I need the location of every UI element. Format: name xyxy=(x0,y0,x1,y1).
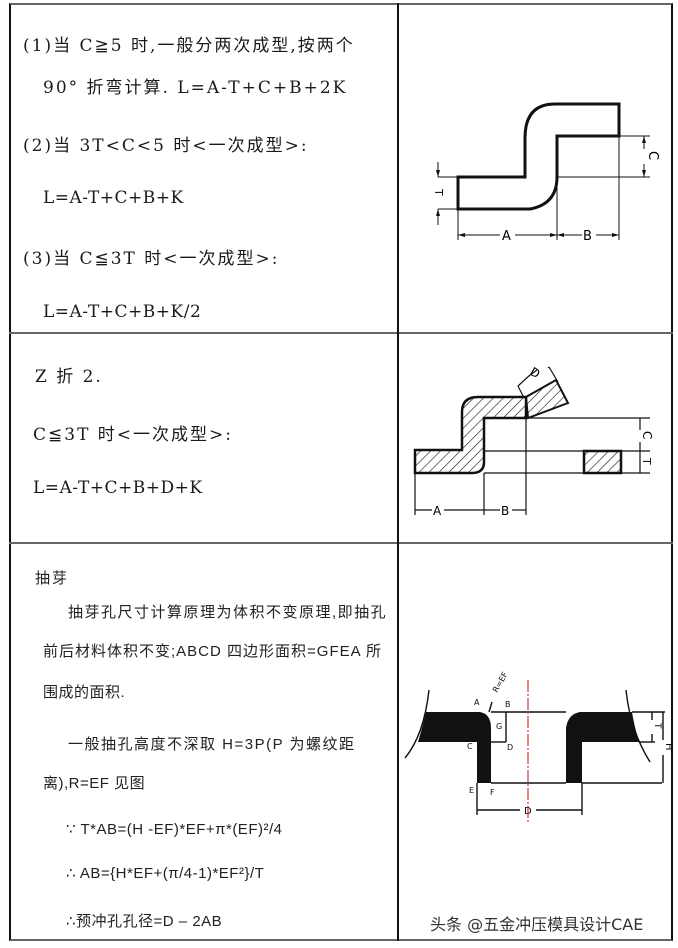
row2-title: Z 折 2. xyxy=(35,367,103,387)
point-g-label: G xyxy=(496,722,502,731)
dim-b-label: B xyxy=(583,229,592,244)
row-divider-1 xyxy=(9,332,673,334)
dim-t-label: T xyxy=(432,188,445,196)
row2-formula: L=A-T+C+B+D+K xyxy=(33,478,203,498)
point-e-label: E xyxy=(469,786,474,795)
dim-c-label: C xyxy=(640,431,654,439)
z-bend-diagram-1: A B C T xyxy=(432,102,660,244)
row3-para1-line3: 围成的面积. xyxy=(43,684,126,701)
row3-formula-because: ∵ T*AB=(H -EF)*EF+π*(EF)²/4 xyxy=(66,821,283,838)
extruded-hole-diagram: A B G C D E F R=EF D H T xyxy=(404,670,672,822)
dim-t-label: T xyxy=(652,722,662,729)
point-d-label: D xyxy=(507,743,513,752)
row2-condition: C≦3T 时<一次成型>: xyxy=(33,425,234,445)
row1-case1-formula: 90° 折弯计算. L=A-T+C+B+2K xyxy=(43,78,348,98)
row3-formula-prepunch: ∴预冲孔孔径=D – 2AB xyxy=(66,913,223,930)
row1-case1-condition: (1)当 C≧5 时,一般分两次成型,按两个 xyxy=(23,36,355,56)
row1-case3-formula: L=A-T+C+B+K/2 xyxy=(43,302,202,322)
dim-h-label: H xyxy=(663,743,672,751)
row3-title: 抽芽 xyxy=(35,570,70,587)
row3-para1-line2: 前后材料体积不变;ABCD 四边形面积=GFEA 所 xyxy=(43,643,382,660)
point-f-label: F xyxy=(490,788,495,797)
row3-formula-therefore: ∴ AB={H*EF+(π/4-1)*EF²}/T xyxy=(66,865,265,882)
dim-t-label: T xyxy=(640,457,653,465)
z-bend-diagram-2: A B C T D xyxy=(413,364,654,518)
document-table xyxy=(9,3,673,941)
row3-para1-line1: 抽芽孔尺寸计算原理为体积不变原理,即抽孔 xyxy=(68,604,388,621)
point-c-label: C xyxy=(467,742,473,751)
dim-a-label: A xyxy=(433,504,442,518)
row3-para2-line2: 离),R=EF 见图 xyxy=(43,775,146,792)
row1-case2-condition: (2)当 3T<C<5 时<一次成型>: xyxy=(23,136,309,156)
watermark-text: 头条 @五金冲压模具设计CAE xyxy=(430,915,644,934)
radius-label: R=EF xyxy=(491,670,510,694)
row1-case3-condition: (3)当 C≦3T 时<一次成型>: xyxy=(23,249,280,269)
point-b-label: B xyxy=(505,700,511,709)
column-divider xyxy=(397,3,399,941)
row-divider-2 xyxy=(9,542,673,544)
dim-d-label: D xyxy=(524,806,532,817)
row3-para2-line1: 一般抽孔高度不深取 H=3P(P 为螺纹距 xyxy=(68,736,356,753)
point-a-label: A xyxy=(474,698,480,707)
dim-d-label: D xyxy=(528,364,543,381)
dim-c-label: C xyxy=(645,151,660,160)
dim-a-label: A xyxy=(502,229,511,244)
dim-b-label: B xyxy=(501,504,509,518)
row1-case2-formula: L=A-T+C+B+K xyxy=(43,188,184,208)
